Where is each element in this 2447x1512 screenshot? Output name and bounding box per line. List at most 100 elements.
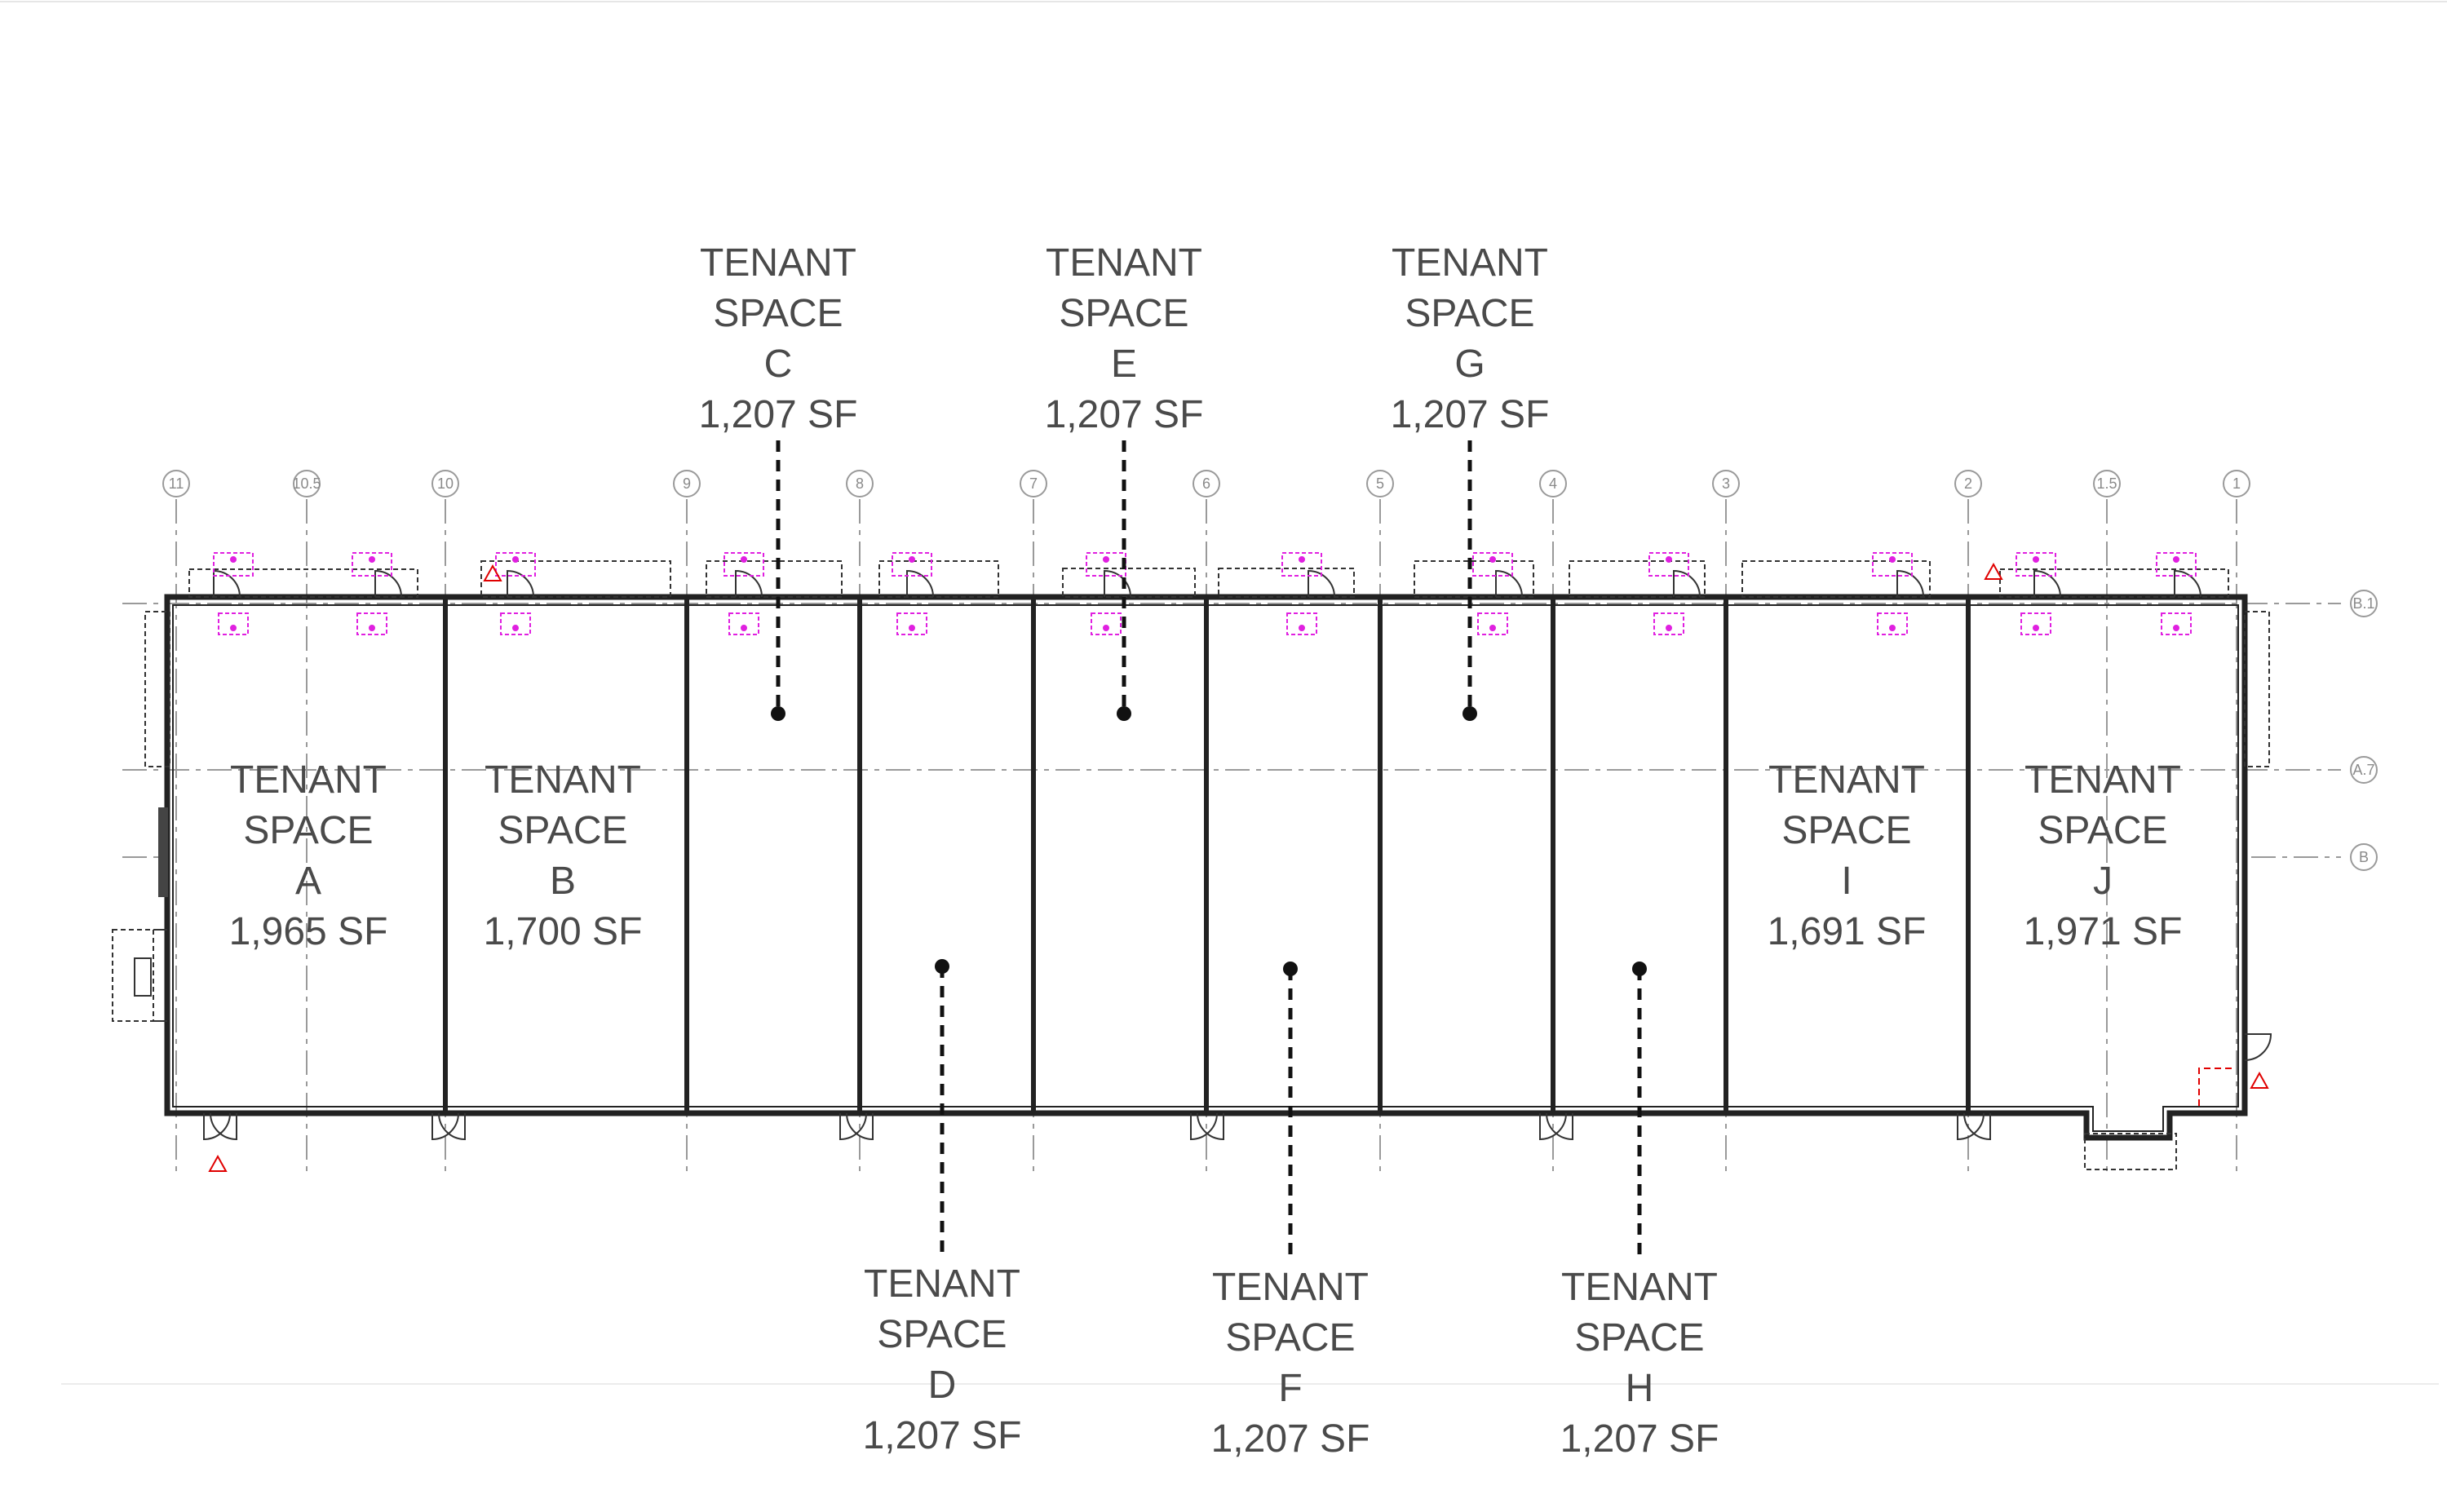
tenant-label-line: SPACE xyxy=(498,809,627,852)
grid-bubble xyxy=(1020,470,1047,497)
revision-triangle-icon xyxy=(1984,562,2003,580)
door-swing xyxy=(2174,569,2201,598)
door-swing xyxy=(1963,1112,1991,1141)
fixture-dot xyxy=(1889,556,1896,563)
fixture-box xyxy=(2161,612,2192,635)
grid-bubble xyxy=(846,470,874,497)
left-side-detail xyxy=(134,807,168,1022)
grid-bubble xyxy=(2223,470,2250,497)
fixture-box xyxy=(892,552,932,577)
fixture-box xyxy=(213,552,254,577)
grid-bubble xyxy=(1954,470,1982,497)
fixture-box xyxy=(2156,552,2197,577)
door-swing xyxy=(1957,1112,1985,1141)
tenant-label-line: TENANT xyxy=(1768,758,1925,802)
fixtures xyxy=(213,552,2197,635)
grid-bubble xyxy=(673,470,701,497)
fixture-dot xyxy=(512,556,519,563)
tenant-label-line: SPACE xyxy=(713,292,843,335)
fixture-dot xyxy=(741,625,747,631)
revision-triangle-icon xyxy=(208,1154,228,1172)
fixture-dot xyxy=(909,625,915,631)
storefront-outlines xyxy=(112,560,2270,1170)
fixture-dot xyxy=(2033,556,2039,563)
door-swing xyxy=(846,1112,874,1141)
leader-dot xyxy=(1632,962,1647,976)
fixture-box xyxy=(500,612,531,635)
grid-bubble-label: 3 xyxy=(1722,475,1730,492)
grid-bubble xyxy=(2350,756,2378,784)
grid-bubble xyxy=(1193,470,1220,497)
grid-bubble-label: A.7 xyxy=(2352,762,2374,778)
tenant-label-line: TENANT xyxy=(230,758,387,802)
tenant-label-line: TENANT xyxy=(1046,241,1202,285)
grid-bubble xyxy=(162,470,190,497)
fixture-box xyxy=(1477,612,1508,635)
door-swing xyxy=(2244,1033,2272,1061)
door-swing xyxy=(1104,569,1131,598)
door-swing xyxy=(839,1112,867,1141)
door-swing xyxy=(906,569,934,598)
grid-bubble-label: 8 xyxy=(856,475,864,492)
grid-bubble xyxy=(2350,843,2378,871)
tenant-label-line: I xyxy=(1841,860,1852,903)
tenant-label-line: TENANT xyxy=(2024,758,2181,802)
door-swing xyxy=(374,569,402,598)
fixture-box xyxy=(1653,612,1684,635)
tenant-label-line: 1,207 SF xyxy=(1045,393,1204,436)
tenant-label-line: TENANT xyxy=(700,241,856,285)
fixture-dot xyxy=(2173,625,2179,631)
door-swing xyxy=(2033,569,2061,598)
fixture-box xyxy=(896,612,927,635)
door-swing xyxy=(1308,569,1335,598)
door-swing xyxy=(507,569,534,598)
leader-dot xyxy=(1117,706,1131,721)
revision-triangle-icon xyxy=(483,564,502,581)
fixture-dot xyxy=(2033,625,2039,631)
tenant-label-line: SPACE xyxy=(877,1313,1007,1356)
fixture-box xyxy=(2016,552,2056,577)
tenant-label-line: TENANT xyxy=(1212,1266,1369,1309)
tenant-label-line: SPACE xyxy=(1225,1316,1355,1359)
fixture-box xyxy=(728,612,759,635)
grid-bubble-label: 7 xyxy=(1029,475,1038,492)
leader-dot xyxy=(771,706,785,721)
grid-bubble-label: 6 xyxy=(1202,475,1210,492)
fixture-box xyxy=(218,612,249,635)
fixture-dot xyxy=(512,625,519,631)
fixture-dot xyxy=(1103,556,1109,563)
grid-bubble-label: 1 xyxy=(2232,475,2241,492)
exterior-walls xyxy=(164,594,2248,1141)
grid-bubble-label: 10.5 xyxy=(292,475,321,492)
door-swing xyxy=(203,1112,231,1141)
leader-dot xyxy=(935,959,949,974)
grid-bubble-label: 2 xyxy=(1964,475,1972,492)
fixture-box xyxy=(1086,552,1126,577)
tenant-label-line: A xyxy=(295,860,321,903)
fixture-dot xyxy=(230,625,237,631)
fixture-dot xyxy=(230,556,237,563)
tenant-label-line: J xyxy=(2093,860,2113,903)
fixture-dot xyxy=(369,556,375,563)
fixture-box xyxy=(352,552,392,577)
tenant-label-line: SPACE xyxy=(1405,292,1534,335)
revision-triangle-icon xyxy=(2250,1071,2269,1089)
fixture-box xyxy=(1091,612,1122,635)
tenant-label-line: SPACE xyxy=(1781,809,1911,852)
tenant-label-line: SPACE xyxy=(1059,292,1188,335)
tenant-label-line: SPACE xyxy=(1574,1316,1704,1359)
grid-bubble-label: 4 xyxy=(1549,475,1557,492)
fixture-dot xyxy=(1666,556,1672,563)
door-swing xyxy=(438,1112,466,1141)
door-swing xyxy=(1495,569,1523,598)
label-leaders xyxy=(771,440,1647,1259)
tenant-label-line: 1,691 SF xyxy=(1768,910,1927,953)
